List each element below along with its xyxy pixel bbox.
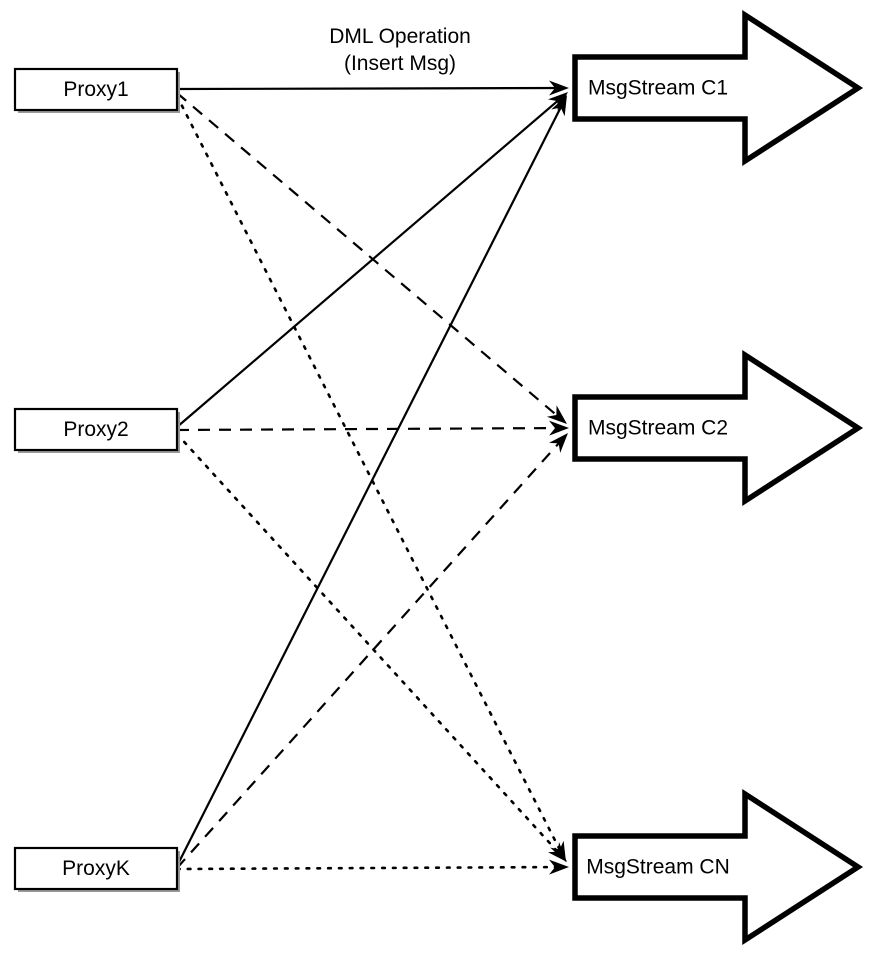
- msgstream-label-stream_c2: MsgStream C2: [588, 417, 728, 440]
- edge-label-group: DML Operation (Insert Msg): [329, 25, 471, 75]
- msgstream-label-stream_cn: MsgStream CN: [586, 856, 730, 879]
- connection-pk-c2: [176, 436, 565, 869]
- arrowheads-layer: [546, 80, 569, 875]
- block-arrow-shape-stream_cn[interactable]: [572, 788, 864, 946]
- block-arrow-shape-stream_c2[interactable]: [572, 349, 864, 507]
- arrowhead-p1-c2: [546, 405, 567, 424]
- connections-layer: [175, 86, 566, 871]
- arrowhead-pk-c2: [549, 433, 568, 453]
- streams-layer: MsgStream C1 MsgStream C2 MsgStream CN: [572, 9, 864, 946]
- msgstream-label-stream_c1: MsgStream C1: [588, 77, 728, 100]
- arrowhead-p2-c1: [547, 92, 568, 111]
- dml-operation-label-line2: (Insert Msg): [344, 52, 456, 75]
- block-arrow-shape-stream_c1[interactable]: [572, 9, 864, 167]
- proxy-node-proxyK[interactable]: ProxyK: [13, 846, 180, 892]
- connection-p2-c2: [176, 426, 564, 432]
- proxy-label-proxyK: ProxyK: [62, 857, 130, 880]
- proxy-box-proxyK[interactable]: [13, 846, 179, 891]
- connection-p1-c2: [176, 92, 564, 421]
- arrowhead-pk-cn: [548, 859, 569, 875]
- connection-pk-c1: [176, 99, 566, 867]
- connection-p2-c1: [176, 95, 565, 428]
- dml-operation-label-line1: DML Operation: [329, 25, 471, 48]
- arrowhead-pk-c1: [551, 95, 567, 117]
- proxy-box-proxy1[interactable]: [13, 67, 179, 112]
- arrowhead-p2-cn: [547, 842, 567, 862]
- proxy-node-proxy1[interactable]: Proxy1: [13, 67, 180, 113]
- connection-pk-cn: [175, 865, 565, 871]
- connection-p2-cn: [175, 432, 565, 859]
- proxy-label-proxy1: Proxy1: [63, 78, 128, 101]
- arrowhead-p1-c1: [548, 80, 569, 96]
- msgstream-node-stream_cn[interactable]: MsgStream CN: [572, 788, 864, 946]
- msgstream-node-stream_c1[interactable]: MsgStream C1: [572, 9, 864, 167]
- connection-p1-cn: [175, 94, 565, 858]
- msgstream-node-stream_c2[interactable]: MsgStream C2: [572, 349, 864, 507]
- arrowhead-p2-c2: [548, 420, 569, 436]
- proxy-box-proxy2[interactable]: [13, 407, 179, 452]
- proxy-label-proxy2: Proxy2: [63, 418, 128, 441]
- proxy-node-proxy2[interactable]: Proxy2: [13, 407, 180, 453]
- connection-p1-c1: [176, 86, 564, 91]
